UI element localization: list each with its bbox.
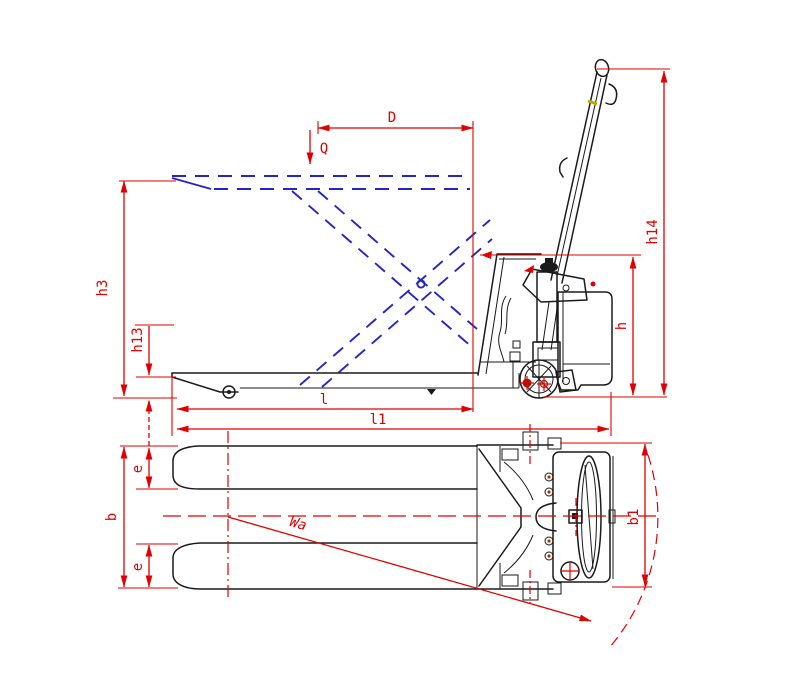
dim-label-Q: Q — [320, 141, 328, 157]
bolt — [544, 472, 554, 482]
top-view-center-marks — [529, 424, 579, 603]
dim-label-l1: l1 — [370, 412, 387, 428]
wheel-support-bracket — [555, 369, 577, 393]
hydraulic-hose-2 — [504, 297, 512, 335]
battery-box-panel-lines — [562, 292, 610, 382]
valve-block — [509, 351, 521, 362]
wheel-throat-u — [535, 502, 557, 532]
raised-fork-scissor-outline — [171, 175, 493, 388]
fork-section-mark — [427, 389, 436, 395]
scissor-arm-inner-2 — [321, 238, 493, 388]
caster-cross — [561, 562, 579, 580]
dim-label-h14: h14 — [645, 219, 661, 244]
battery-box — [557, 291, 613, 391]
turning-radius-arc — [608, 454, 659, 649]
tiller-control-lever — [605, 83, 618, 106]
rocker-pivot-cross — [520, 376, 534, 390]
dim-label-Wa: Wa — [288, 514, 309, 534]
hydraulic-pump-body — [532, 341, 561, 378]
dim-label-h3: h3 — [95, 280, 111, 297]
dimension-labels: D Q h3 h13 h h14 l l1 b e e b1 Wa — [95, 110, 661, 571]
front-roller-hub — [227, 390, 231, 394]
dim-label-D: D — [388, 110, 396, 126]
drive-wheel-tread-line — [584, 464, 594, 570]
bolt — [544, 551, 554, 561]
carriage-braces — [503, 461, 534, 574]
tiller-clip — [558, 157, 568, 178]
fork-tip-wedge — [171, 372, 239, 393]
dimension-annotations — [113, 68, 670, 649]
hydraulic-hose-1 — [498, 295, 507, 363]
carriage-taper-lines — [478, 448, 522, 587]
side-view-machine — [171, 58, 618, 399]
bracket-pivot-bolt — [562, 377, 570, 385]
dim-label-e-lower: e — [130, 563, 146, 571]
bolt-center — [547, 539, 551, 543]
bracket-bolt — [562, 284, 570, 292]
valve-fitting — [512, 340, 521, 349]
ext-h-corner-arrow — [481, 251, 492, 259]
drive-unit-housing — [552, 451, 611, 583]
turning-radius-line-Wa — [227, 516, 592, 622]
steering-link-rods — [541, 301, 559, 351]
bracket-pointer-arrow — [524, 265, 534, 273]
bolt-center — [547, 490, 551, 494]
carriage-top-bottom-edges — [476, 444, 554, 590]
scissor-arm-outer-2 — [317, 190, 478, 330]
carriage-plate-top — [501, 448, 519, 461]
top-view-upper-fork — [172, 445, 478, 490]
tiller-shaft-right-edge — [561, 74, 608, 284]
chassis-heel-lines — [480, 361, 536, 388]
bolt-center — [547, 554, 551, 558]
steering-yoke — [537, 347, 559, 361]
tiller-base-bracket — [522, 268, 588, 303]
chassis-front-face — [477, 253, 542, 376]
tiller-shaft-left-edge — [550, 71, 598, 281]
tiller-grip-knob — [594, 58, 610, 78]
bolt — [544, 487, 554, 497]
dim-label-b: b — [104, 513, 120, 521]
top-view-machine — [172, 424, 616, 603]
front-roller-wheel — [222, 385, 236, 399]
bolt-plate-bottom — [547, 582, 562, 595]
carriage-bolts — [544, 472, 554, 561]
tiller-yellow-mark — [587, 99, 598, 106]
tiller-shaft-inner-line — [556, 77, 602, 277]
tiller-pivot-dot — [590, 281, 596, 287]
scissor-arm-outer-1 — [291, 190, 474, 349]
fork-bottom-edge — [240, 373, 520, 389]
dim-label-b1: b1 — [626, 509, 642, 526]
cylinder-cap-nut — [545, 258, 553, 265]
bolt — [544, 536, 554, 546]
bolt-plate-top — [547, 437, 562, 450]
carriage-plate-bottom — [501, 574, 519, 587]
axle-markers — [520, 265, 596, 391]
drive-wheel-spokes — [526, 360, 552, 398]
dim-label-e-upper: e — [130, 465, 146, 473]
chassis-front-inner-line — [485, 256, 536, 375]
top-view-lower-fork — [172, 542, 478, 590]
scissor-arm-inner-1 — [299, 219, 491, 386]
scissor-pivot-point — [416, 279, 426, 289]
bolt-center — [547, 475, 551, 479]
raised-fork-tip — [171, 177, 212, 190]
dim-label-h: h — [614, 322, 630, 330]
dim-label-l: l — [320, 392, 328, 408]
dim-label-h13: h13 — [130, 327, 146, 352]
wheel-axle-cross — [537, 377, 551, 391]
